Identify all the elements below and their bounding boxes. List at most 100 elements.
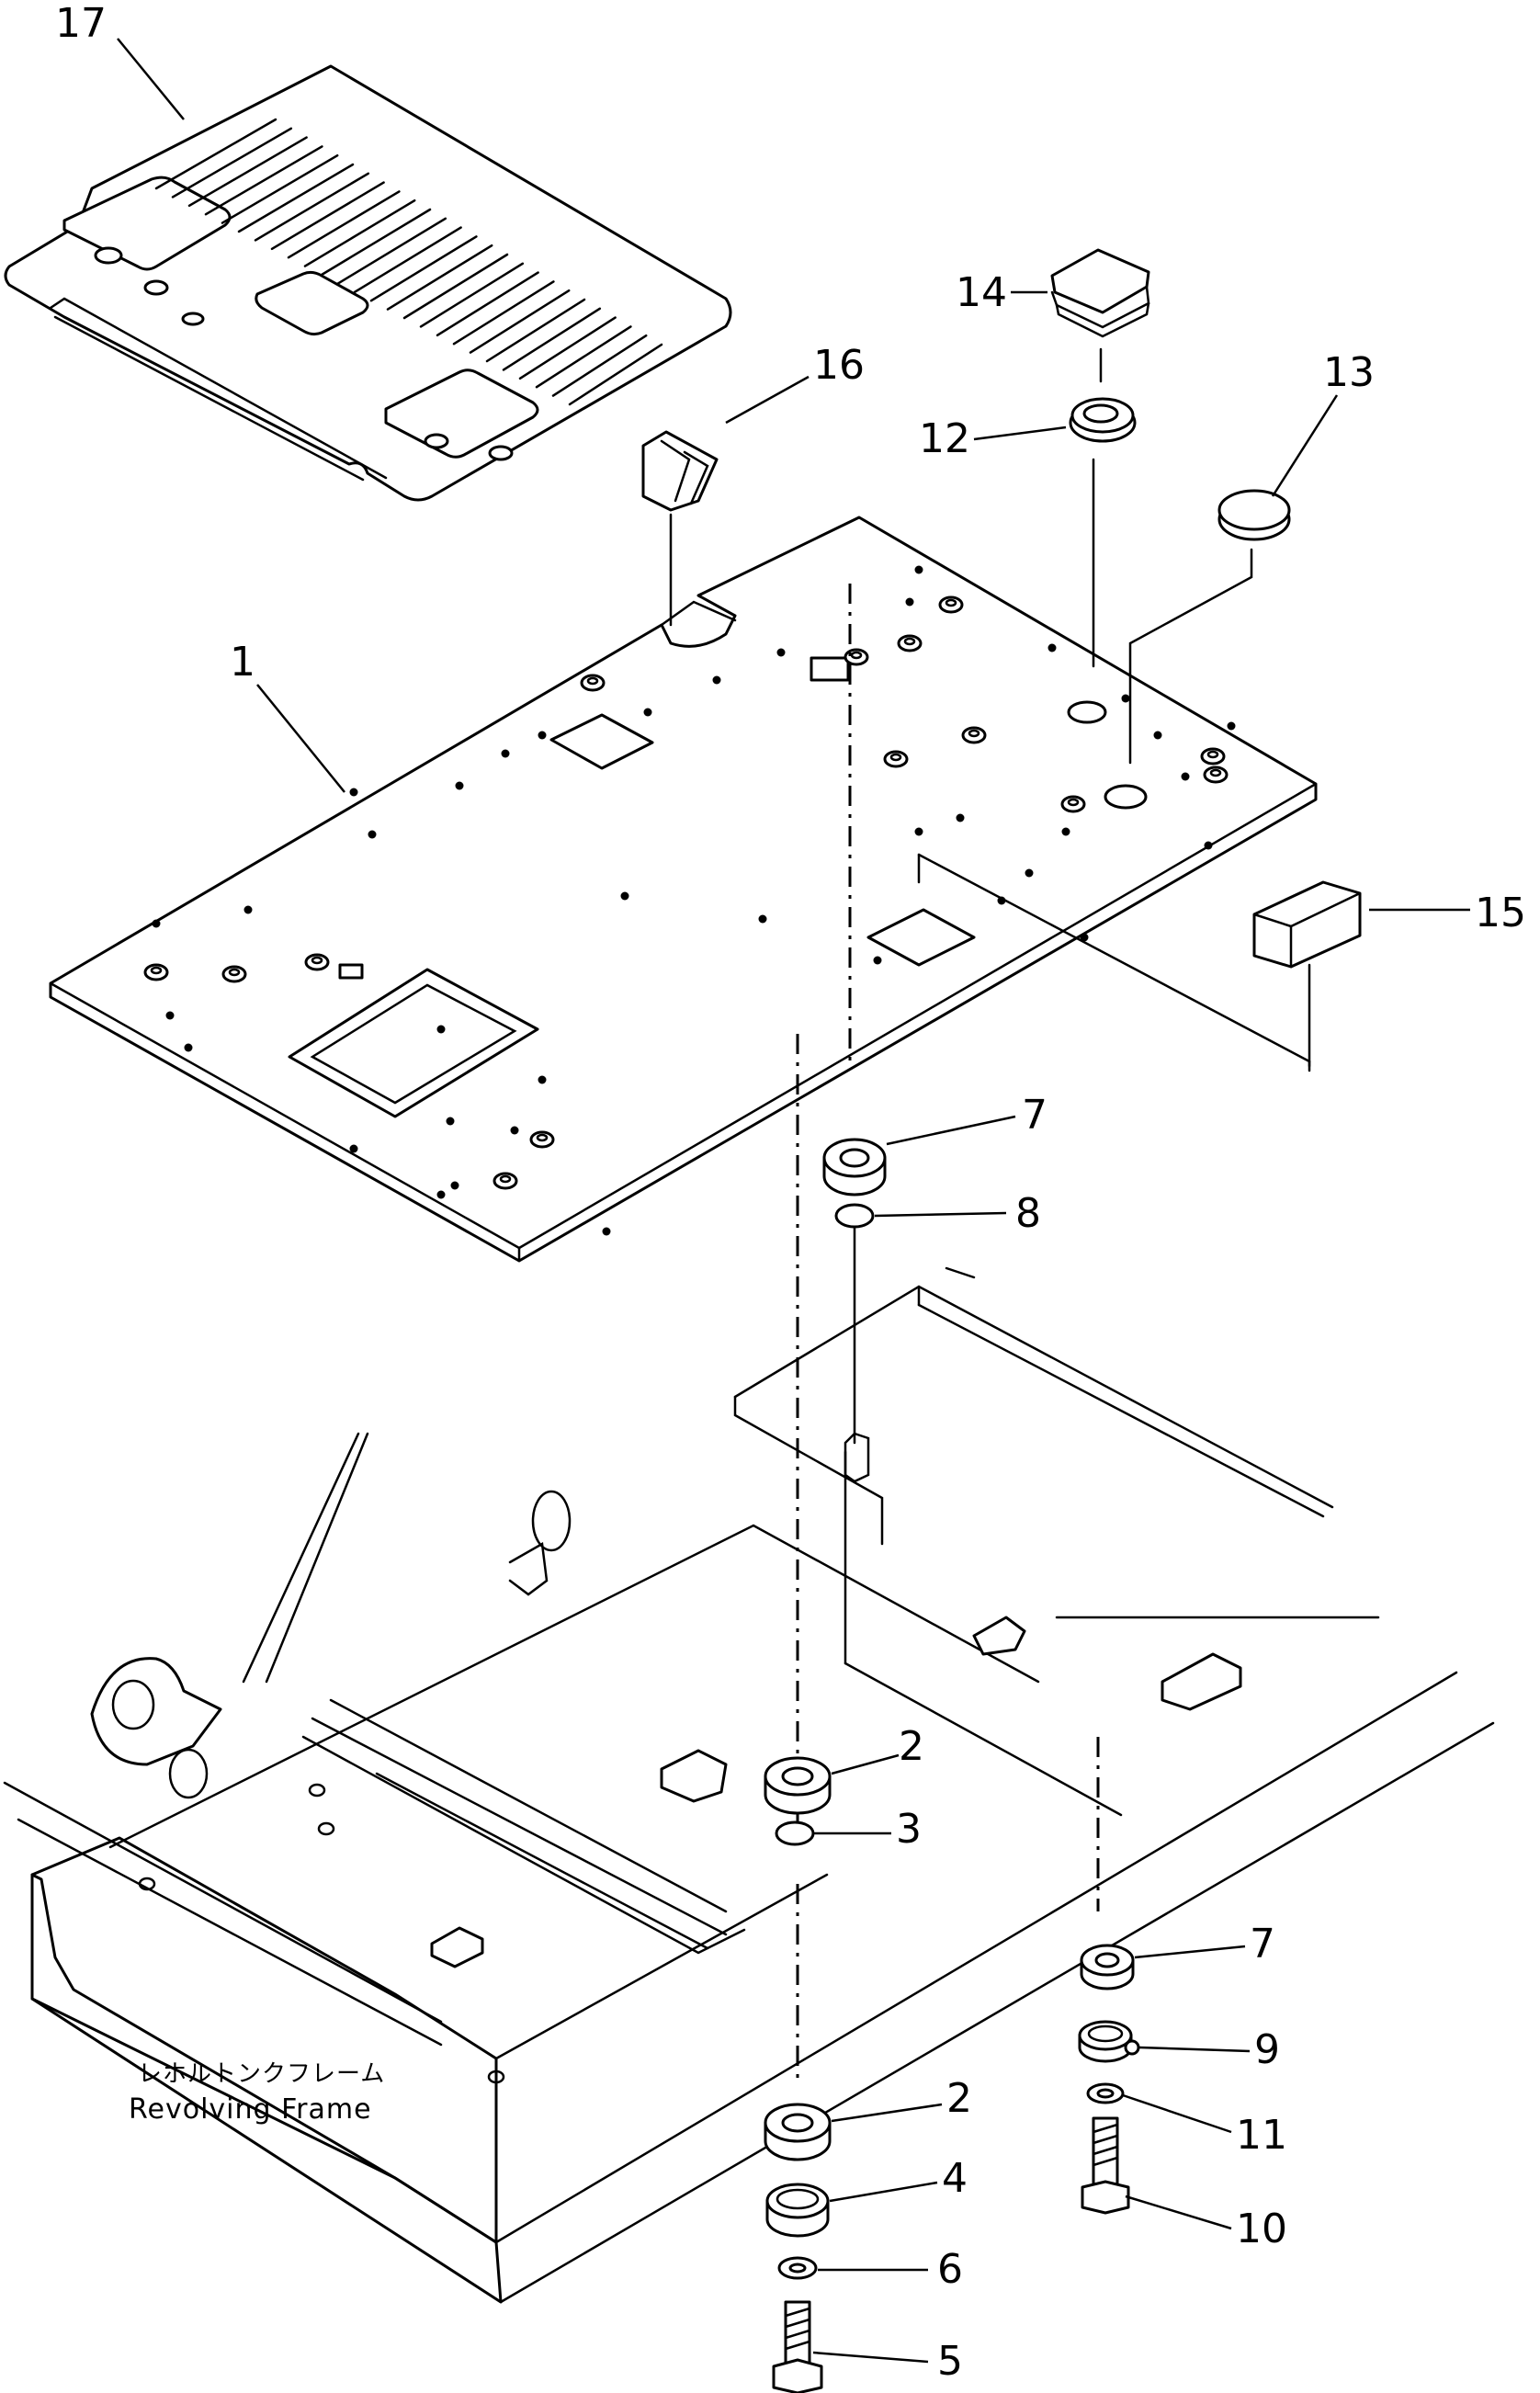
plate-boss xyxy=(938,595,964,614)
revolving-frame-caption: レホルトンクフレーム Revolving Frame xyxy=(129,2060,385,2126)
plate-boss xyxy=(143,963,169,981)
mat-slat xyxy=(551,334,648,397)
plate-boss xyxy=(1060,795,1086,813)
mat-slat xyxy=(154,118,277,190)
bolt-part-5 xyxy=(772,2300,823,2393)
plate-hole xyxy=(243,905,253,914)
spacer-part-7-lower xyxy=(1080,1944,1135,1990)
cup-washer-part-9 xyxy=(1078,2020,1140,2063)
mat-slat xyxy=(436,271,539,337)
plate-boss xyxy=(580,674,606,692)
floor-mat-part-17 xyxy=(4,64,732,502)
mat-slat xyxy=(287,190,401,259)
grommet-part-12 xyxy=(1069,397,1137,443)
plate-hole xyxy=(1153,731,1162,740)
plate-hole xyxy=(510,1126,519,1135)
plate-boss xyxy=(529,1130,555,1149)
washer-part-11 xyxy=(1086,2082,1125,2104)
callout-12: 12 xyxy=(919,415,970,462)
mat-slat xyxy=(402,253,509,320)
plate-hole xyxy=(712,675,721,685)
floor-plate-part-1 xyxy=(49,516,1318,1263)
callout-10: 10 xyxy=(1236,2206,1287,2252)
plate-hole xyxy=(914,827,923,836)
callout-5: 5 xyxy=(937,2338,963,2385)
plate-hole xyxy=(620,891,629,901)
plate-hole xyxy=(873,956,882,965)
plate-boss xyxy=(961,726,987,744)
callout-2-upper: 2 xyxy=(899,1723,924,1770)
plate-hole xyxy=(349,788,358,797)
plate-hole xyxy=(538,1075,547,1084)
mat-slat xyxy=(187,136,308,208)
plate-boss xyxy=(897,634,923,652)
mat-slat xyxy=(353,226,462,294)
plate-hole xyxy=(1204,841,1213,850)
spacer-part-7-upper xyxy=(822,1138,887,1196)
callout-15: 15 xyxy=(1475,890,1526,936)
plate-hole xyxy=(1227,721,1236,731)
plate-boss xyxy=(304,953,330,971)
assembly-center-lines xyxy=(669,347,1311,2086)
callout-13: 13 xyxy=(1323,349,1375,396)
callout-7-upper: 7 xyxy=(1022,1092,1047,1139)
plate-hole xyxy=(1080,933,1089,942)
spacer-part-2-lower xyxy=(764,2103,832,2161)
callout-8: 8 xyxy=(1015,1190,1041,1237)
plate-hole xyxy=(776,648,786,657)
plug-part-13 xyxy=(1217,489,1291,541)
frame-label-english: Revolving Frame xyxy=(129,2093,372,2126)
plate-bosses xyxy=(143,595,1229,1190)
mat-slat xyxy=(171,127,293,198)
mat-slat xyxy=(535,325,632,389)
plate-hole xyxy=(184,1043,193,1052)
spacer-part-2-upper xyxy=(764,1756,832,1815)
mat-slat xyxy=(270,181,385,251)
frame-label-japanese: レホルトンクフレーム xyxy=(138,2060,385,2088)
plate-hole xyxy=(1181,772,1190,781)
mat-slat xyxy=(221,153,339,224)
mat-slat xyxy=(485,298,586,363)
callout-9: 9 xyxy=(1254,2026,1280,2073)
plate-hole xyxy=(1121,694,1130,703)
mat-slat xyxy=(303,198,416,267)
plate-hole xyxy=(1047,643,1057,652)
plate-hole xyxy=(1025,868,1034,878)
plate-hole xyxy=(165,1011,175,1020)
plate-hole xyxy=(436,1025,446,1034)
mat-slat xyxy=(369,235,478,302)
plate-hole xyxy=(538,731,547,740)
callout-11: 11 xyxy=(1236,2112,1287,2159)
mat-slat xyxy=(502,307,602,371)
plate-boss xyxy=(883,750,909,768)
plate-hole xyxy=(1061,827,1070,836)
plate-hole xyxy=(956,813,965,822)
clip-part-16 xyxy=(641,430,719,512)
callout-16: 16 xyxy=(813,342,865,389)
mat-slat xyxy=(254,172,370,242)
callout-4: 4 xyxy=(942,2155,968,2202)
mat-slat xyxy=(518,316,617,380)
plate-hole xyxy=(602,1227,611,1236)
mat-slat xyxy=(568,343,663,406)
plate-hole xyxy=(643,708,652,717)
mat-slat xyxy=(320,208,432,277)
plate-hole xyxy=(758,914,767,924)
plate-hole xyxy=(436,1190,446,1199)
plate-hole xyxy=(905,597,914,607)
plate-hole xyxy=(455,781,464,790)
plate-hole xyxy=(349,1144,358,1153)
mat-slat xyxy=(386,244,493,311)
mat-slat xyxy=(452,280,555,346)
callout-14: 14 xyxy=(956,269,1007,316)
plate-hole xyxy=(368,830,377,839)
plate-boss xyxy=(1203,766,1229,784)
revolving-frame xyxy=(3,1266,1495,2304)
plate-hole xyxy=(450,1181,459,1190)
plate-boss xyxy=(493,1172,518,1190)
mat-slat xyxy=(469,289,571,354)
callout-leaders xyxy=(117,38,1470,2364)
cup-washer-part-4 xyxy=(765,2183,830,2238)
mat-slat xyxy=(237,163,355,233)
